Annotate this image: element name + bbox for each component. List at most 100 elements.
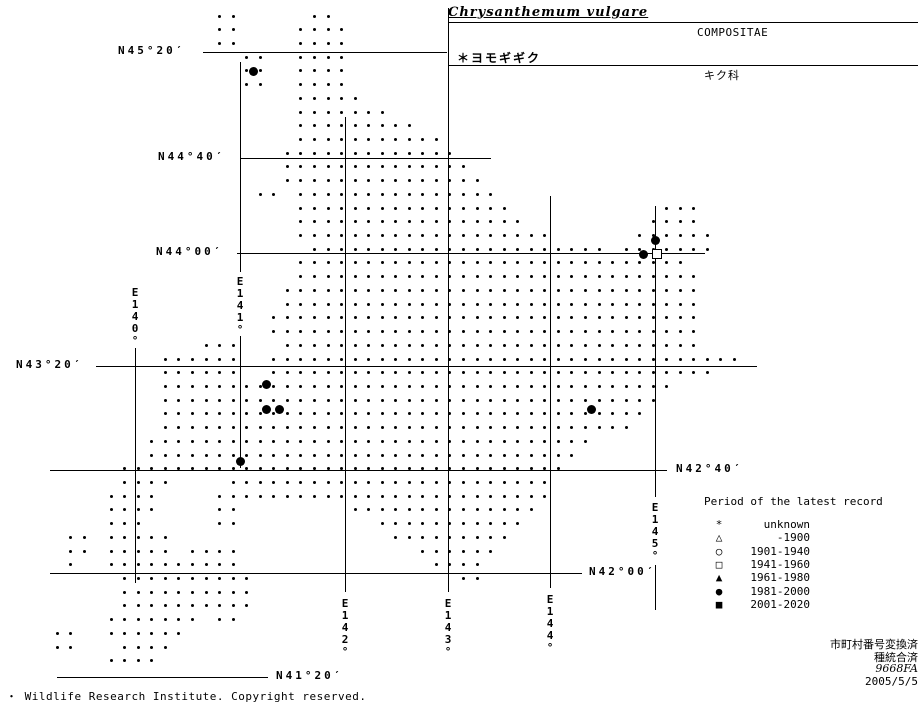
mesh-dot [150, 549, 154, 553]
mesh-dot [326, 439, 330, 443]
mesh-dot [543, 439, 547, 443]
latitude-label: N43°20′ [16, 358, 84, 371]
mesh-dot [705, 357, 709, 361]
mesh-dot [312, 69, 316, 73]
mesh-dot [448, 343, 452, 347]
mesh-dot [462, 494, 465, 498]
mesh-dot [150, 480, 154, 484]
mesh-dot [489, 302, 493, 306]
mesh-dot [516, 302, 520, 306]
mesh-dot [489, 206, 493, 210]
mesh-dot [123, 467, 127, 471]
mesh-dot [299, 316, 303, 320]
mesh-dot [489, 549, 493, 553]
mesh-dot [69, 631, 73, 635]
mesh-dot [312, 234, 316, 238]
mesh-dot [367, 508, 371, 512]
mesh-dot [136, 659, 140, 663]
mesh-dot [448, 357, 452, 361]
mesh-dot [231, 467, 235, 471]
mesh-dot [353, 343, 357, 347]
mesh-dot [340, 426, 344, 430]
mesh-dot [394, 288, 398, 292]
record-marker-filled-circle [261, 404, 271, 414]
mesh-dot [69, 549, 73, 553]
mesh-dot [326, 110, 330, 114]
mesh-dot [326, 14, 330, 18]
family-name-japanese: キク科 [704, 69, 740, 82]
mesh-dot [678, 330, 682, 334]
mesh-dot [177, 604, 181, 608]
mesh-dot [299, 494, 303, 498]
mesh-dot [489, 220, 493, 224]
mesh-dot [285, 179, 289, 183]
mesh-dot [462, 508, 465, 512]
mesh-dot [136, 645, 140, 649]
mesh-dot [231, 371, 235, 375]
mesh-dot [394, 343, 398, 347]
legend-period-label: unknown [763, 518, 810, 532]
mesh-dot [258, 426, 262, 430]
mesh-dot [407, 343, 411, 347]
mesh-dot [611, 398, 615, 402]
mesh-dot [705, 234, 709, 238]
mesh-dot [570, 371, 574, 375]
mesh-dot [665, 206, 669, 210]
mesh-dot [407, 165, 411, 169]
mesh-dot [475, 549, 479, 553]
mesh-dot [312, 357, 316, 361]
legend-item: □1941-1960 [704, 558, 883, 571]
mesh-dot [394, 316, 398, 320]
mesh-dot [218, 604, 222, 608]
mesh-dot [529, 412, 533, 416]
mesh-dot [380, 165, 384, 169]
mesh-dot [353, 467, 357, 471]
mesh-dot [367, 371, 371, 375]
mesh-dot [475, 247, 479, 251]
mesh-dot [421, 398, 425, 402]
mesh-dot [272, 439, 276, 443]
mesh-dot [285, 330, 289, 334]
mesh-dot [312, 55, 316, 59]
mesh-dot [448, 549, 452, 553]
mesh-dot [624, 384, 628, 388]
latitude-label: N45°20′ [118, 44, 186, 57]
mesh-dot [624, 275, 628, 279]
mesh-dot [678, 247, 682, 251]
mesh-dot [624, 261, 628, 265]
mesh-dot [136, 590, 140, 594]
mesh-dot [434, 357, 438, 361]
mesh-dot [245, 467, 249, 471]
mesh-dot [258, 439, 262, 443]
mesh-dot [489, 234, 493, 238]
mesh-dot [353, 96, 357, 100]
mesh-dot [448, 535, 452, 539]
mesh-dot [624, 426, 628, 430]
mesh-dot [448, 302, 452, 306]
mesh-dot [312, 165, 316, 169]
mesh-dot [407, 439, 411, 443]
mesh-dot [434, 439, 438, 443]
mesh-dot [285, 302, 289, 306]
mesh-dot [123, 480, 127, 484]
mesh-dot [665, 288, 669, 292]
mesh-dot [326, 165, 330, 169]
mesh-dot [407, 453, 411, 457]
mesh-dot [285, 439, 289, 443]
mesh-dot [163, 439, 167, 443]
mesh-dot [543, 453, 547, 457]
mesh-dot [177, 618, 181, 622]
legend-period-label: 1901-1940 [750, 544, 810, 558]
mesh-dot [651, 220, 655, 224]
mesh-dot [448, 261, 452, 265]
mesh-dot [502, 234, 506, 238]
mesh-dot [638, 261, 642, 265]
mesh-dot [475, 467, 479, 471]
mesh-dot [326, 96, 330, 100]
mesh-dot [299, 467, 303, 471]
mesh-dot [638, 371, 642, 375]
mesh-dot [394, 234, 398, 238]
mesh-dot [583, 330, 587, 334]
mesh-dot [218, 357, 222, 361]
